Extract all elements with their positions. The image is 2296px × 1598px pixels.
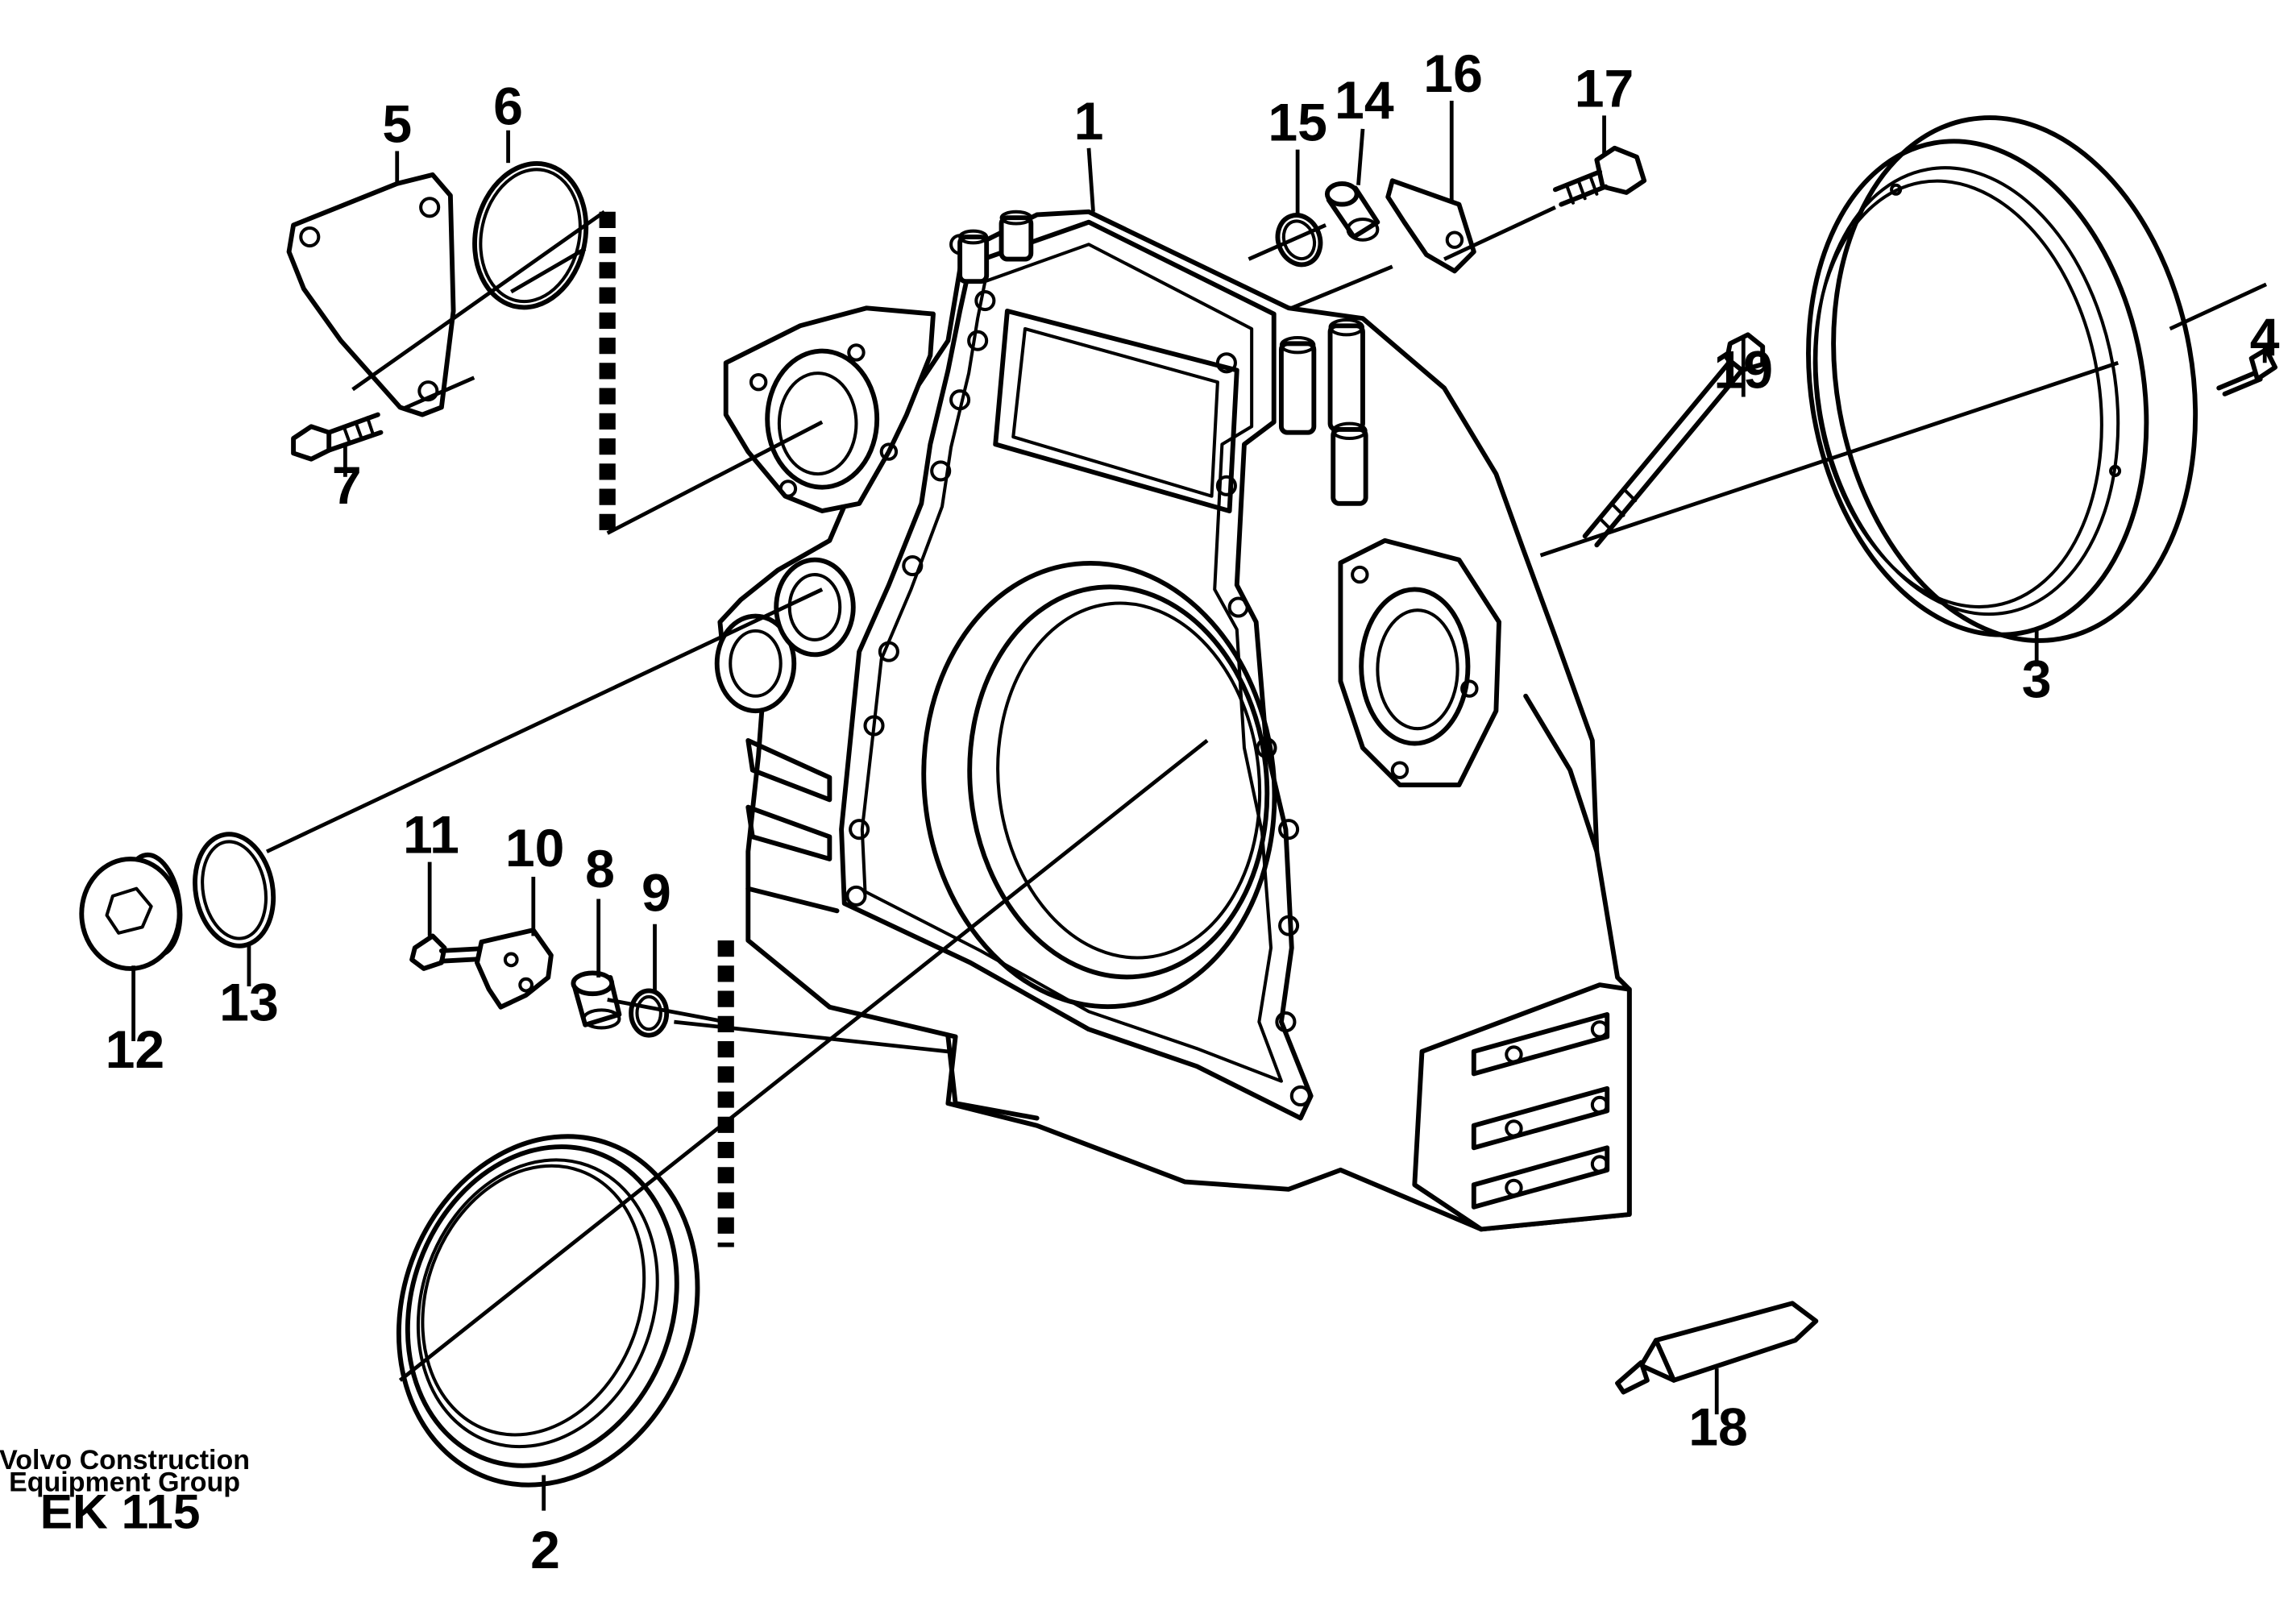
label-part-13: 13 xyxy=(219,973,279,1032)
label-part-14: 14 xyxy=(1335,71,1394,131)
cover-plate xyxy=(286,172,456,417)
label-part-1: 1 xyxy=(1074,92,1104,151)
flywheel-housing xyxy=(714,209,1632,1232)
o-ring-large xyxy=(472,161,589,310)
bushing-lower xyxy=(571,970,622,1030)
label-part-8: 8 xyxy=(585,840,615,899)
label-part-11: 11 xyxy=(403,806,459,865)
label-part-17: 17 xyxy=(1575,59,1634,118)
bracket-lower xyxy=(475,928,554,1010)
bolt-top xyxy=(1552,145,1647,207)
screw-right xyxy=(2216,347,2278,396)
footer-line-1: Volvo Construction xyxy=(0,1445,250,1476)
publisher-footer: Volvo Construction Equipment Group EK 11… xyxy=(0,1445,250,1539)
label-part-16: 16 xyxy=(1423,44,1483,104)
bushing-top xyxy=(1324,181,1381,242)
label-part-5: 5 xyxy=(382,94,412,154)
o-ring-plug xyxy=(193,832,276,948)
sealant-tube xyxy=(1615,1301,1819,1395)
footer-code: EK 115 xyxy=(40,1484,201,1539)
label-part-4: 4 xyxy=(2250,308,2280,367)
assembly-lines xyxy=(265,205,2268,1382)
label-part-2: 2 xyxy=(530,1521,560,1580)
bolt-cover xyxy=(291,412,384,462)
seal-large-bottom xyxy=(396,1134,700,1488)
label-part-18: 18 xyxy=(1688,1398,1748,1458)
label-part-7: 7 xyxy=(332,456,362,516)
seal-large-right xyxy=(1806,115,2198,643)
part-number-labels: 1 2 3 4 5 6 7 8 9 10 11 12 13 14 15 16 1… xyxy=(106,44,2280,1580)
footer-line-2: Equipment Group xyxy=(9,1467,240,1498)
label-part-19: 19 xyxy=(1714,341,1774,401)
bracket-top xyxy=(1385,178,1476,274)
o-ring-small-top xyxy=(1275,213,1323,268)
plug xyxy=(79,852,183,971)
label-part-15: 15 xyxy=(1268,93,1327,153)
label-part-10: 10 xyxy=(505,819,565,878)
label-part-6: 6 xyxy=(493,77,523,136)
callout-leaders xyxy=(131,100,2267,1511)
label-part-3: 3 xyxy=(2022,650,2052,710)
label-part-12: 12 xyxy=(106,1020,165,1080)
label-part-9: 9 xyxy=(641,863,671,923)
o-ring-lower xyxy=(629,988,670,1038)
